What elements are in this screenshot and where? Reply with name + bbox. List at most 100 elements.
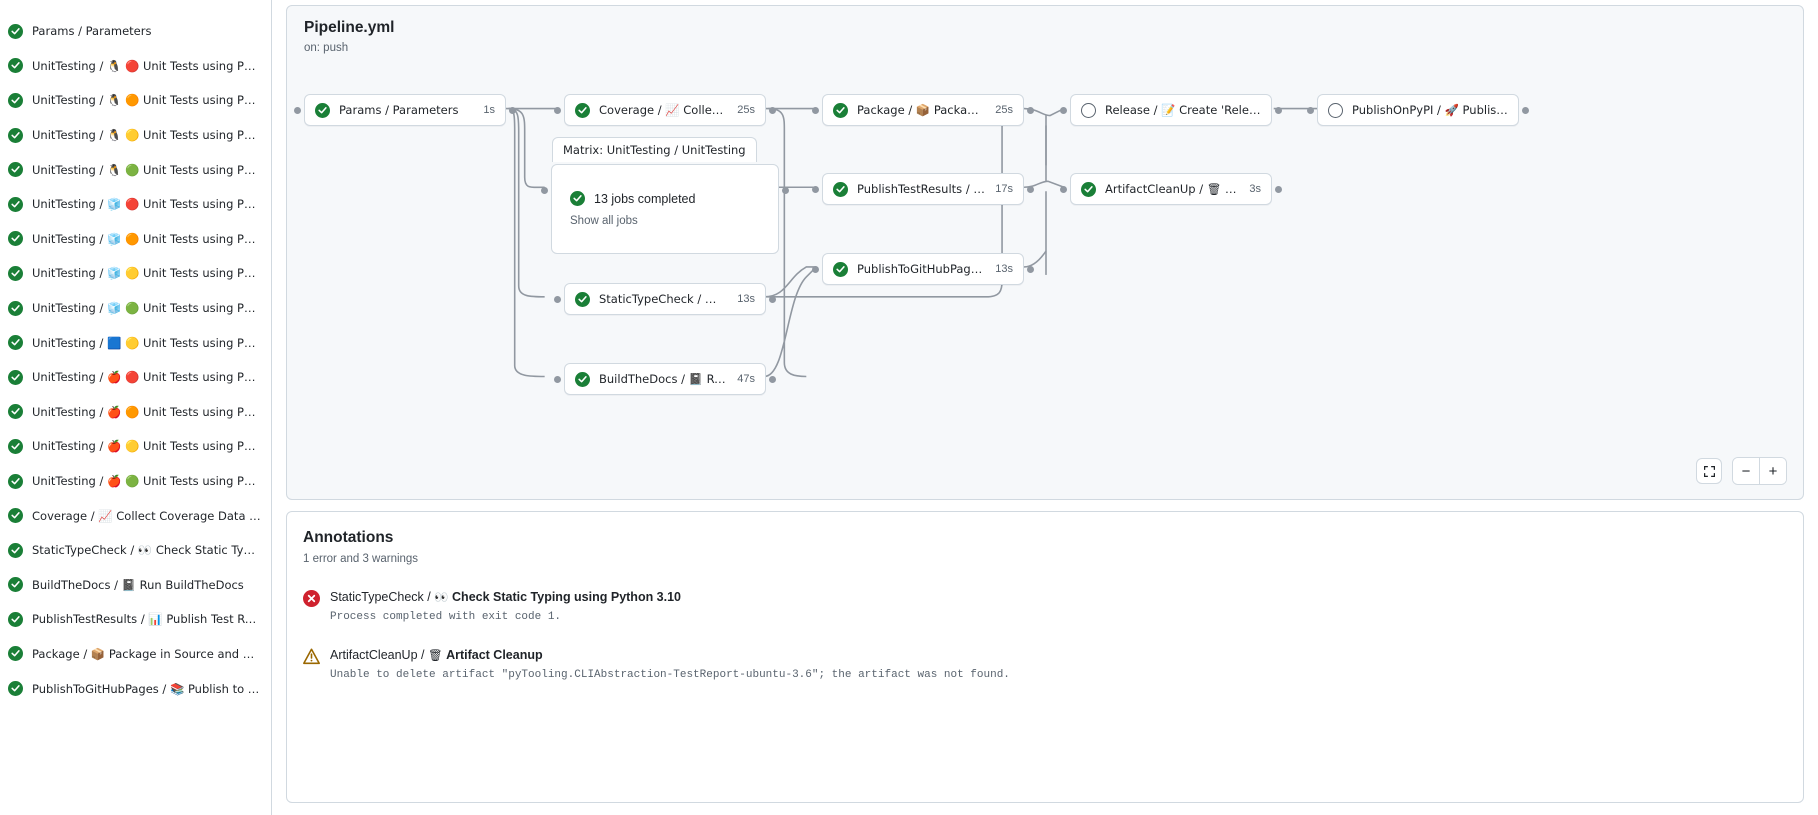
graph-node-duration: 17s xyxy=(995,183,1013,195)
graph-node-output-port xyxy=(509,106,516,114)
fit-to-screen-icon xyxy=(1703,465,1715,477)
graph-node-label: BuildTheDocs / 📓 Run Buil… xyxy=(599,372,728,386)
sidebar-job-label: UnitTesting / 🧊 🟢 Unit Tests using Pyth… xyxy=(32,301,261,316)
graph-node-input-port xyxy=(294,106,301,114)
annotation-message: Unable to delete artifact "pyTooling.CLI… xyxy=(330,669,1010,681)
matrix-out-port xyxy=(782,187,789,194)
success-check-icon xyxy=(8,473,23,489)
graph-node-input-port xyxy=(1060,185,1067,193)
success-check-icon xyxy=(8,335,23,351)
success-check-icon xyxy=(8,265,23,281)
graph-node-output-port xyxy=(1027,106,1034,114)
graph-node-duration: 1s xyxy=(483,104,495,116)
success-check-icon xyxy=(1081,181,1096,197)
sidebar-job-item[interactable]: UnitTesting / 🍎 🟠 Unit Tests using Pyth… xyxy=(0,395,271,430)
sidebar-job-item[interactable]: Params / Parameters xyxy=(0,14,271,49)
sidebar-job-label: UnitTesting / 🟦 🟡 Unit Tests using Pyth… xyxy=(32,335,261,350)
success-check-icon xyxy=(8,231,23,247)
matrix-show-all-jobs-link[interactable]: Show all jobs xyxy=(570,215,638,227)
sidebar-job-label: Params / Parameters xyxy=(32,24,152,39)
sidebar-job-item[interactable]: UnitTesting / 🐧 🟢 Unit Tests using Pyth… xyxy=(0,152,271,187)
pending-circle-icon xyxy=(1081,102,1096,118)
sidebar-job-item[interactable]: UnitTesting / 🟦 🟡 Unit Tests using Pyth… xyxy=(0,325,271,360)
sidebar-job-item[interactable]: UnitTesting / 🐧 🟠 Unit Tests using Pyth… xyxy=(0,83,271,118)
graph-node-pypi[interactable]: PublishOnPyPI / 🚀 Publish to … xyxy=(1317,94,1519,126)
success-check-icon xyxy=(8,300,23,316)
sidebar-job-item[interactable]: UnitTesting / 🧊 🔴 Unit Tests using Pyth… xyxy=(0,187,271,222)
sidebar-job-label: Coverage / 📈 Collect Coverage Data usi… xyxy=(32,508,261,523)
graph-node-label: PublishOnPyPI / 🚀 Publish to … xyxy=(1352,103,1508,117)
sidebar-job-label: UnitTesting / 🐧 🔴 Unit Tests using Pyth… xyxy=(32,58,261,73)
zoom-in-button[interactable]: + xyxy=(1760,458,1786,484)
sidebar-job-item[interactable]: UnitTesting / 🧊 🟢 Unit Tests using Pyth… xyxy=(0,291,271,326)
sidebar-job-label: PublishTestResults / 📊 Publish Test Resu… xyxy=(32,612,261,627)
zoom-controls[interactable]: − + xyxy=(1696,457,1787,485)
sidebar-job-item[interactable]: UnitTesting / 🐧 🔴 Unit Tests using Pyth… xyxy=(0,49,271,84)
success-check-icon xyxy=(575,291,590,307)
sidebar-job-item[interactable]: BuildTheDocs / 📓 Run BuildTheDocs xyxy=(0,568,271,603)
success-check-icon xyxy=(8,127,23,143)
sidebar-job-label: Package / 📦 Package in Source and Wh… xyxy=(32,646,261,661)
graph-node-duration: 13s xyxy=(737,293,755,305)
zoom-divider xyxy=(1759,458,1760,484)
matrix-summary-row[interactable]: 13 jobs completed xyxy=(570,191,695,206)
graph-node-label: PublishTestResults / 📊 Pu… xyxy=(857,182,985,196)
success-check-icon xyxy=(833,181,848,197)
sidebar-job-item[interactable]: UnitTesting / 🍎 🟡 Unit Tests using Pyth… xyxy=(0,429,271,464)
sidebar-job-label: UnitTesting / 🍎 🟢 Unit Tests using Pyth… xyxy=(32,474,261,489)
annotation-message: Process completed with exit code 1. xyxy=(330,611,562,623)
sidebar-job-item[interactable]: UnitTesting / 🐧 🟡 Unit Tests using Pyth… xyxy=(0,118,271,153)
sidebar-job-item[interactable]: UnitTesting / 🍎 🟢 Unit Tests using Pyth… xyxy=(0,464,271,499)
graph-node-label: ArtifactCleanUp / 🗑 Artifac… xyxy=(1105,182,1239,196)
graph-node-coverage[interactable]: Coverage / 📈 Collect Cove…25s xyxy=(564,94,766,126)
graph-node-output-port xyxy=(1027,265,1034,273)
sidebar-job-item[interactable]: UnitTesting / 🍎 🔴 Unit Tests using Pyth… xyxy=(0,360,271,395)
graph-node-artifact[interactable]: ArtifactCleanUp / 🗑 Artifac… 3s xyxy=(1070,173,1272,205)
sidebar-job-label: StaticTypeCheck / 👀 Check Static Typing… xyxy=(32,543,261,558)
graph-node-duration: 3s xyxy=(1249,183,1261,195)
graph-node-publishtest[interactable]: PublishTestResults / 📊 Pu… 17s xyxy=(822,173,1024,205)
sidebar-job-label: BuildTheDocs / 📓 Run BuildTheDocs xyxy=(32,577,244,592)
sidebar-job-item[interactable]: UnitTesting / 🧊 🟡 Unit Tests using Pyth… xyxy=(0,256,271,291)
graph-node-buildthedocs[interactable]: BuildTheDocs / 📓 Run Buil…47s xyxy=(564,363,766,395)
graph-node-release[interactable]: Release / 📝 Create 'Release P… xyxy=(1070,94,1272,126)
sidebar-job-item[interactable]: PublishToGitHubPages / 📚 Publish to G… xyxy=(0,671,271,706)
success-check-icon xyxy=(8,542,23,558)
pending-circle-icon xyxy=(1328,102,1343,118)
matrix-summary-label: 13 jobs completed xyxy=(594,191,696,206)
graph-node-publishpages[interactable]: PublishToGitHubPages / 📚 …13s xyxy=(822,253,1024,285)
sidebar-job-label: UnitTesting / 🐧 🟢 Unit Tests using Pyth… xyxy=(32,162,261,177)
success-check-icon xyxy=(8,92,23,108)
graph-node-statictype[interactable]: StaticTypeCheck / 👀 Chec…13s xyxy=(564,283,766,315)
workflow-graph-panel[interactable]: Pipeline.yml on: push xyxy=(286,5,1804,500)
fit-to-screen-button[interactable] xyxy=(1696,458,1722,484)
annotations-panel: Annotations 1 error and 3 warnings Stati… xyxy=(286,511,1804,803)
sidebar-job-item[interactable]: PublishTestResults / 📊 Publish Test Resu… xyxy=(0,602,271,637)
success-check-icon xyxy=(8,508,23,524)
graph-node-package[interactable]: Package / 📦 Package in So…25s xyxy=(822,94,1024,126)
graph-node-duration: 13s xyxy=(995,263,1013,275)
zoom-in-out-group[interactable]: − + xyxy=(1732,457,1787,485)
graph-edges xyxy=(504,107,1318,378)
success-check-icon xyxy=(575,371,590,387)
success-check-icon xyxy=(8,611,23,627)
sidebar-job-item[interactable]: Package / 📦 Package in Source and Wh… xyxy=(0,637,271,672)
zoom-out-button[interactable]: − xyxy=(1733,458,1759,484)
annotation-step-name: Artifact Cleanup xyxy=(446,648,543,662)
sidebar-job-label: UnitTesting / 🍎 🟠 Unit Tests using Pyth… xyxy=(32,404,261,419)
annotation-item[interactable]: StaticTypeCheck / 👀 Check Static Typing … xyxy=(303,589,1787,625)
sidebar-job-item[interactable]: Coverage / 📈 Collect Coverage Data usi… xyxy=(0,498,271,533)
warning-icon xyxy=(303,648,320,665)
sidebar-job-label: UnitTesting / 🐧 🟡 Unit Tests using Pyth… xyxy=(32,128,261,143)
sidebar-job-item[interactable]: StaticTypeCheck / 👀 Check Static Typing… xyxy=(0,533,271,568)
annotation-heading: ArtifactCleanUp / 🗑 Artifact Cleanup xyxy=(330,647,1010,664)
annotation-job-prefix: ArtifactCleanUp / xyxy=(330,648,428,662)
success-check-icon xyxy=(8,162,23,178)
sidebar-job-item[interactable]: UnitTesting / 🧊 🟠 Unit Tests using Pyth… xyxy=(0,222,271,257)
